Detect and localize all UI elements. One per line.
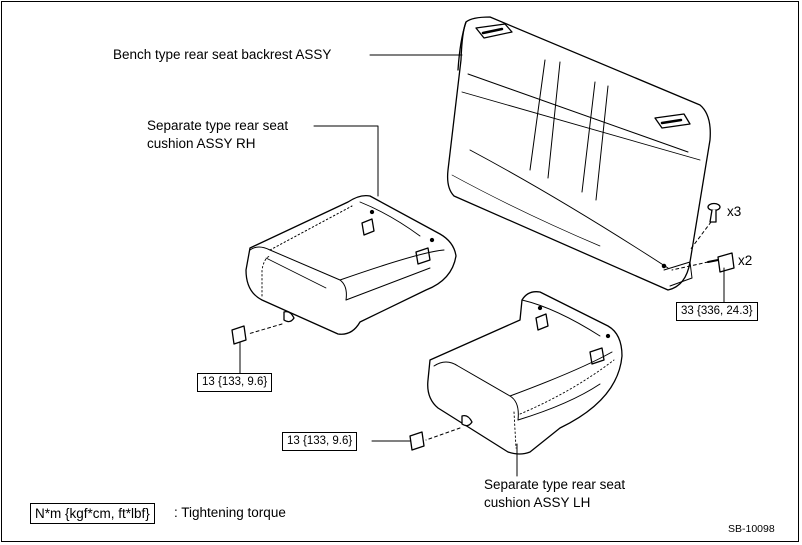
- cushion-lh-drawing: [371, 291, 623, 455]
- torque-backrest-bolt: 33 {336, 24.3}: [676, 302, 758, 321]
- figure-code: SB-10098: [728, 523, 775, 535]
- torque-rh-bolt: 13 {133, 9.6}: [197, 373, 273, 392]
- bolt-drawing-backrest: [671, 252, 735, 303]
- backrest-drawing: [446, 16, 711, 291]
- clip-quantity: x3: [727, 204, 742, 219]
- backrest-label: Bench type rear seat backrest ASSY: [113, 47, 332, 62]
- clip-drawing: [689, 202, 721, 251]
- torque-lh-bolt: 13 {133, 9.6}: [282, 432, 358, 451]
- cushion-lh-label-line2: cushion ASSY LH: [484, 495, 591, 510]
- cushion-rh-label-line2: cushion ASSY RH: [147, 136, 256, 151]
- torque-unit-legend: N*m {kgf*cm, ft*lbf}: [30, 503, 155, 524]
- bolt-quantity: x2: [738, 253, 753, 268]
- cushion-rh-label-line1: Separate type rear seat: [147, 118, 289, 133]
- torque-legend-text: : Tightening torque: [174, 505, 286, 520]
- cushion-rh-drawing: [231, 194, 457, 377]
- cushion-lh-label-line1: Separate type rear seat: [484, 477, 626, 492]
